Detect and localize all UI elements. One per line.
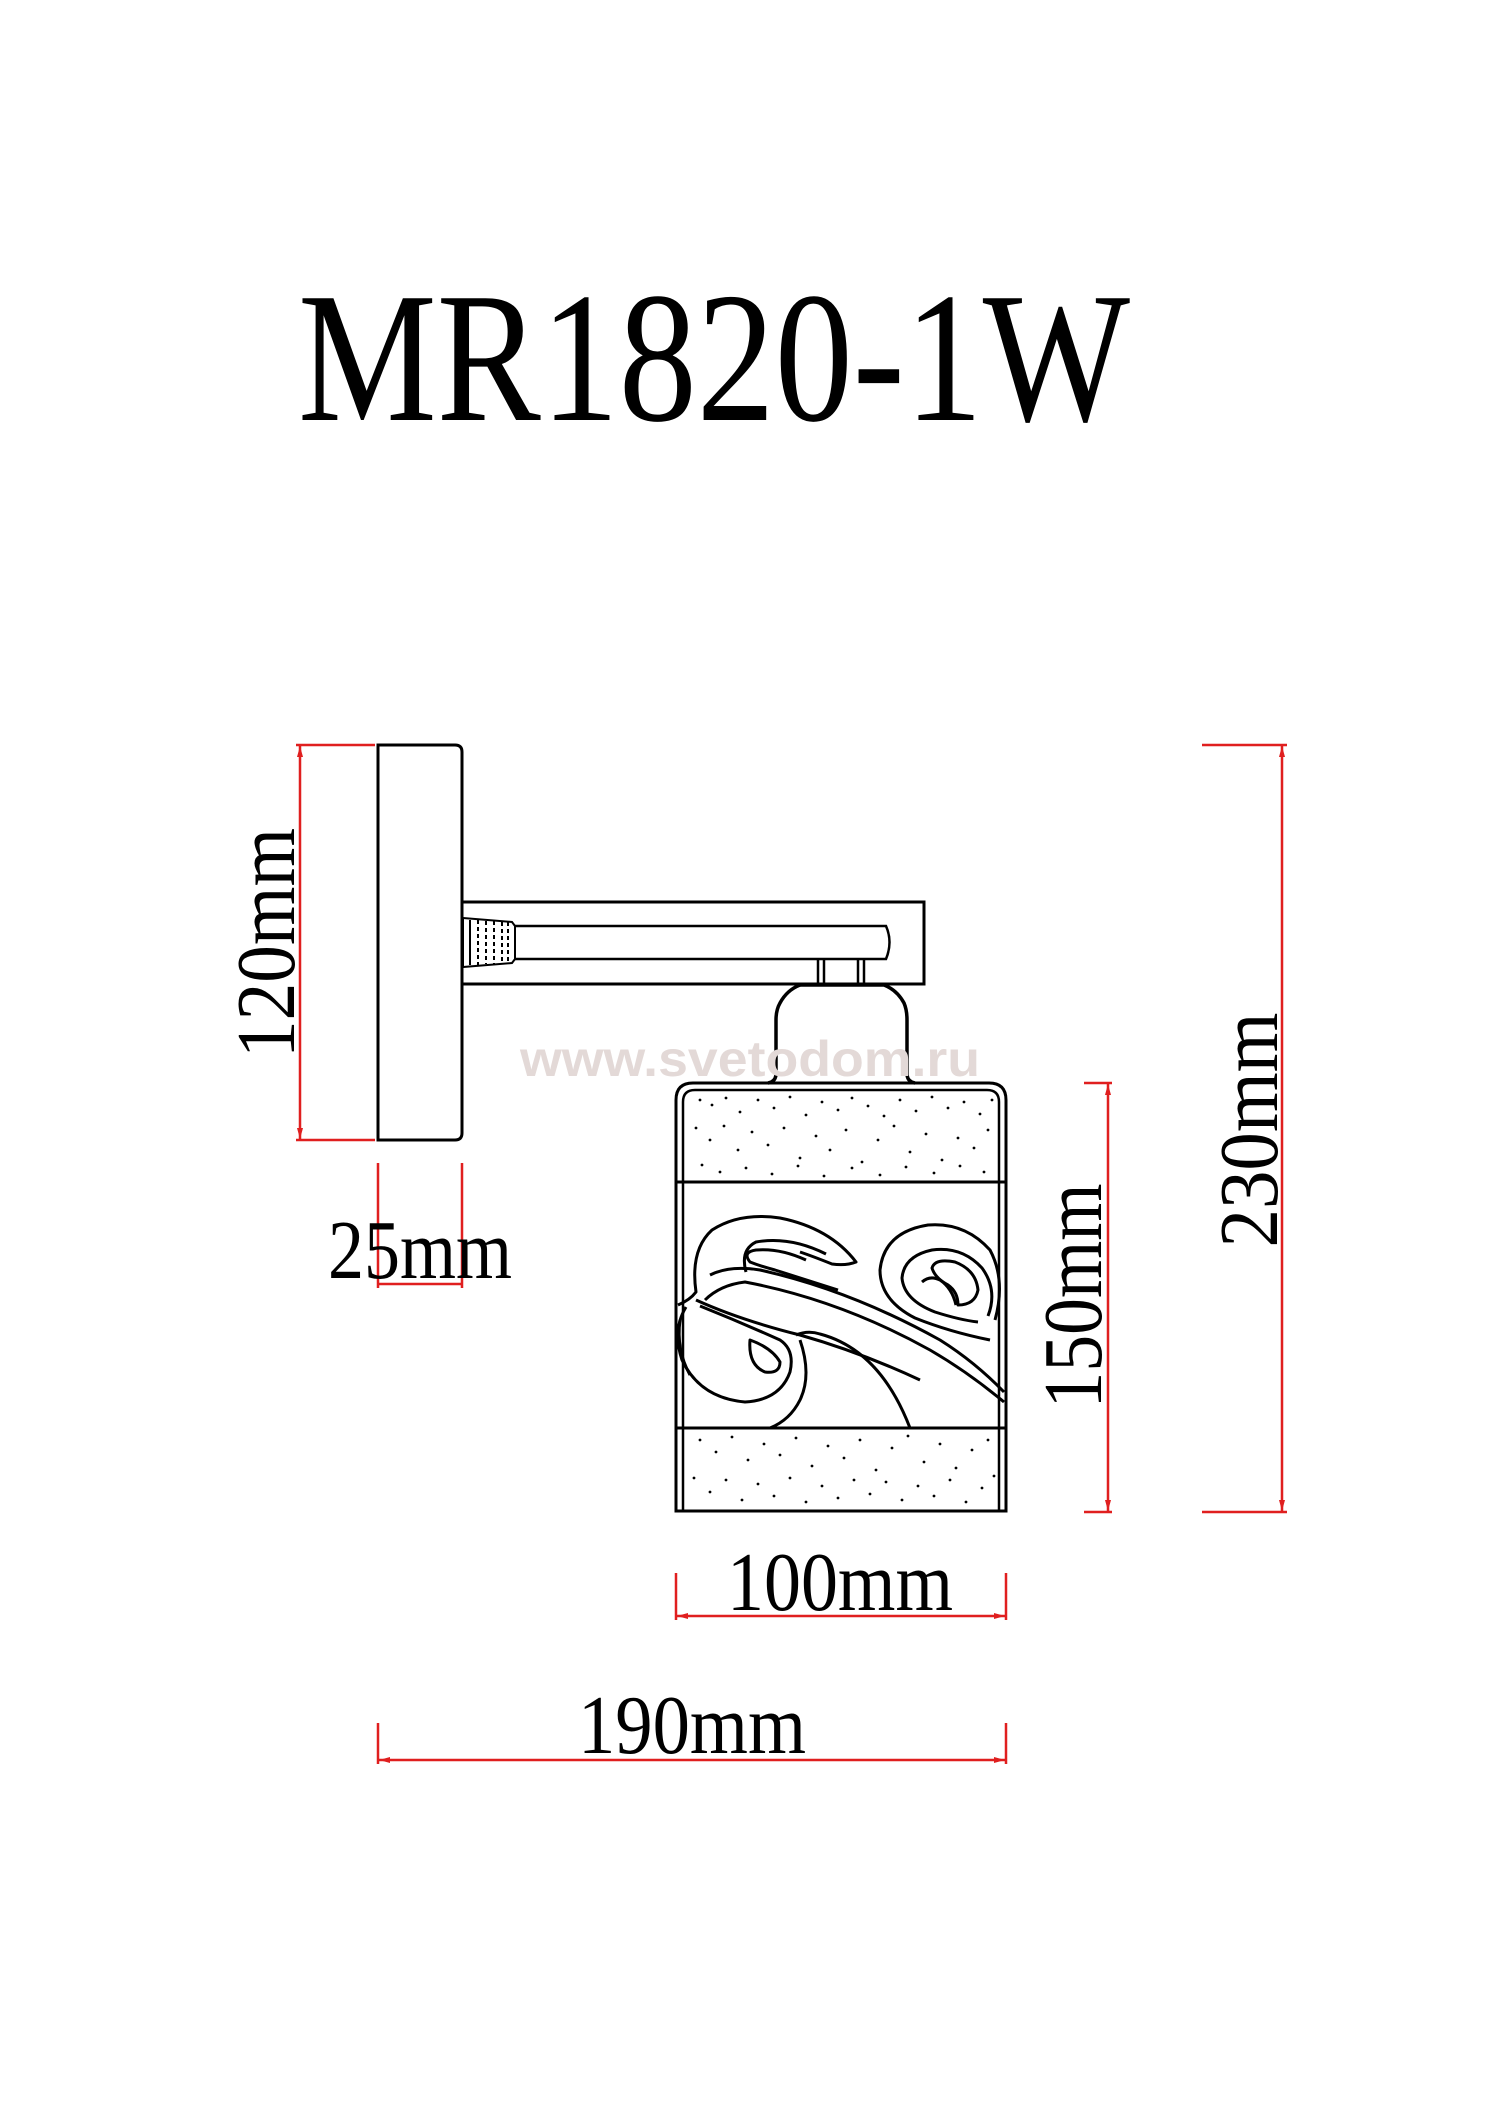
label-total-height: 230mm [1203,1013,1296,1248]
label-shade-width: 100mm [727,1536,953,1629]
threaded-connector [462,916,516,969]
arm [462,900,926,986]
dim-total-height [1202,743,1287,1514]
label-plate-depth: 25mm [328,1204,512,1297]
watermark: www.svetodom.ru [519,1031,980,1087]
wall-plate [376,743,464,1142]
dim-shade-height [1084,1081,1112,1514]
dim-plate-height [296,743,375,1142]
label-total-projection: 190mm [578,1679,806,1772]
frosted-band-top [694,1095,994,1178]
dimension-lines [296,743,1287,1764]
label-plate-height: 120mm [220,828,313,1058]
dim-plate-depth [376,1163,464,1288]
swirl-decoration [676,1215,1006,1430]
dim-total-projection [376,1723,1008,1764]
frosted-band-bottom [692,1434,996,1504]
swivel-joint [816,959,866,984]
label-shade-height: 150mm [1027,1184,1120,1409]
glass-shade [674,1081,1008,1513]
dim-shade-width [674,1573,1008,1620]
model-title: MR1820-1W [298,255,1130,461]
